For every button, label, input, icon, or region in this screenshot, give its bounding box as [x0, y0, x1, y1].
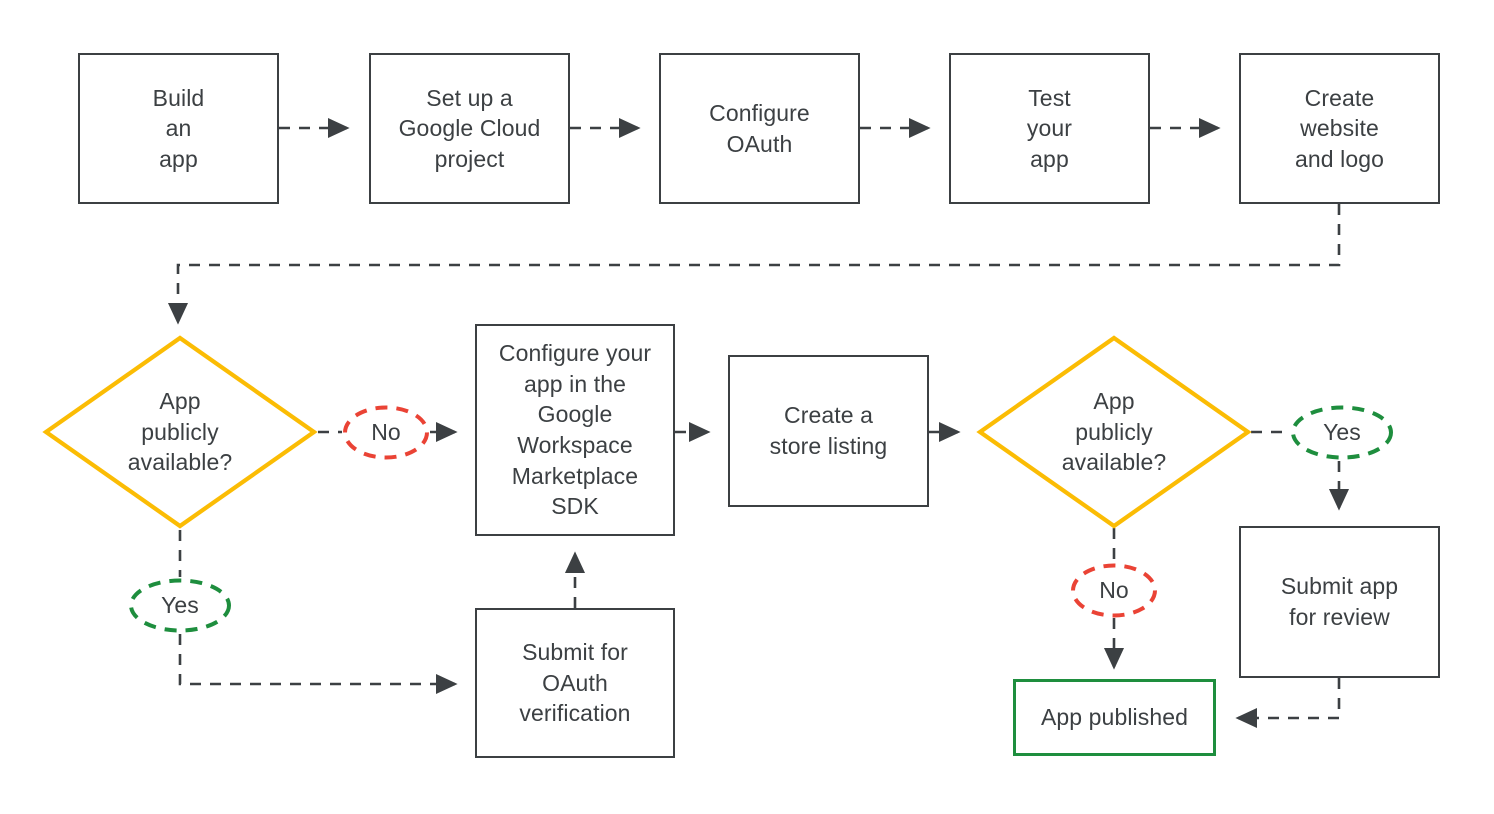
edge-label-decision1-no: No: [342, 404, 430, 461]
edge-label-text: Yes: [1323, 419, 1361, 445]
node-configure-app-in-marketplace-sdk[interactable]: Configure your app in the Google Workspa…: [475, 324, 675, 536]
node-label: Submit app for review: [1280, 573, 1399, 630]
diamond-shape: [976, 335, 1252, 529]
node-label: Test your app: [1026, 84, 1073, 172]
edge-submit-review-to-app-published: [1235, 678, 1341, 729]
node-label: Create website and logo: [1294, 84, 1385, 172]
dashed-ellipse: [1291, 405, 1393, 460]
edge-label-text: Yes: [161, 592, 199, 618]
node-label: App published: [1040, 704, 1189, 731]
node-label: App publicly available?: [127, 388, 233, 476]
edge-label-decision2-yes: Yes: [1290, 404, 1394, 461]
node-label: Set up a Google Cloud project: [398, 84, 541, 172]
node-label: Configure your app in the Google Workspa…: [498, 340, 652, 520]
dashed-ellipse: [1071, 563, 1157, 618]
node-app-published[interactable]: App published: [1013, 679, 1216, 756]
node-label: App publicly available?: [1061, 388, 1167, 476]
edge-yes-label-to-submit-oauth: [178, 634, 458, 695]
node-create-website-and-logo[interactable]: Create website and logo: [1239, 53, 1440, 204]
edge-label-text: No: [371, 419, 401, 445]
node-label: Submit for OAuth verification: [519, 639, 631, 727]
node-test-your-app[interactable]: Test your app: [949, 53, 1150, 204]
node-label: Create a store listing: [769, 402, 888, 459]
edge-label-decision1-yes: Yes: [128, 577, 232, 634]
node-configure-oauth[interactable]: Configure OAuth: [659, 53, 860, 204]
edge-label-text: No: [1099, 577, 1129, 603]
node-label: Configure OAuth: [709, 99, 810, 157]
node-label: Build an app: [152, 84, 205, 172]
node-submit-for-oauth-verification[interactable]: Submit for OAuth verification: [475, 608, 675, 758]
dashed-ellipse: [129, 578, 231, 633]
node-set-up-google-cloud-project[interactable]: Set up a Google Cloud project: [369, 53, 570, 204]
dashed-ellipse: [343, 405, 429, 460]
diamond-shape: [42, 335, 318, 529]
node-build-an-app[interactable]: Build an app: [78, 53, 279, 204]
node-decision-app-publicly-available-2[interactable]: App publicly available?: [976, 334, 1252, 530]
node-submit-app-for-review[interactable]: Submit app for review: [1239, 526, 1440, 678]
edge-label-decision2-no: No: [1070, 562, 1158, 619]
edge-website-to-decision1: [167, 204, 1341, 325]
node-decision-app-publicly-available-1[interactable]: App publicly available?: [42, 334, 318, 530]
node-create-a-store-listing[interactable]: Create a store listing: [728, 355, 929, 507]
